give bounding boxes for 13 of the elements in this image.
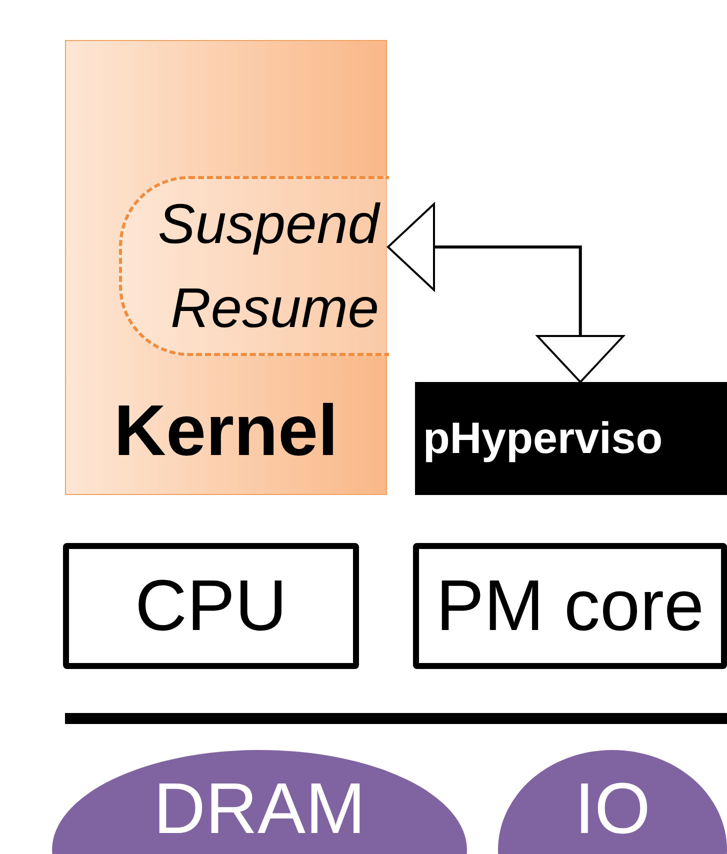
hardware-box	[63, 543, 359, 669]
routine-label: Suspend Resume	[156, 191, 379, 341]
memory-label: IO	[574, 768, 650, 850]
routine-box	[119, 176, 389, 356]
hardware-label: CPU	[134, 565, 287, 647]
double-arrow	[387, 203, 624, 383]
hypervisor-box	[415, 382, 727, 495]
hardware-box	[413, 543, 727, 669]
memory-label: DRAM	[154, 768, 366, 850]
kernel-box	[65, 40, 387, 495]
hypervisor-label: pHyperviso	[423, 414, 663, 464]
hardware-label: PM core	[436, 565, 704, 647]
kernel-label: Kernel	[114, 390, 338, 472]
